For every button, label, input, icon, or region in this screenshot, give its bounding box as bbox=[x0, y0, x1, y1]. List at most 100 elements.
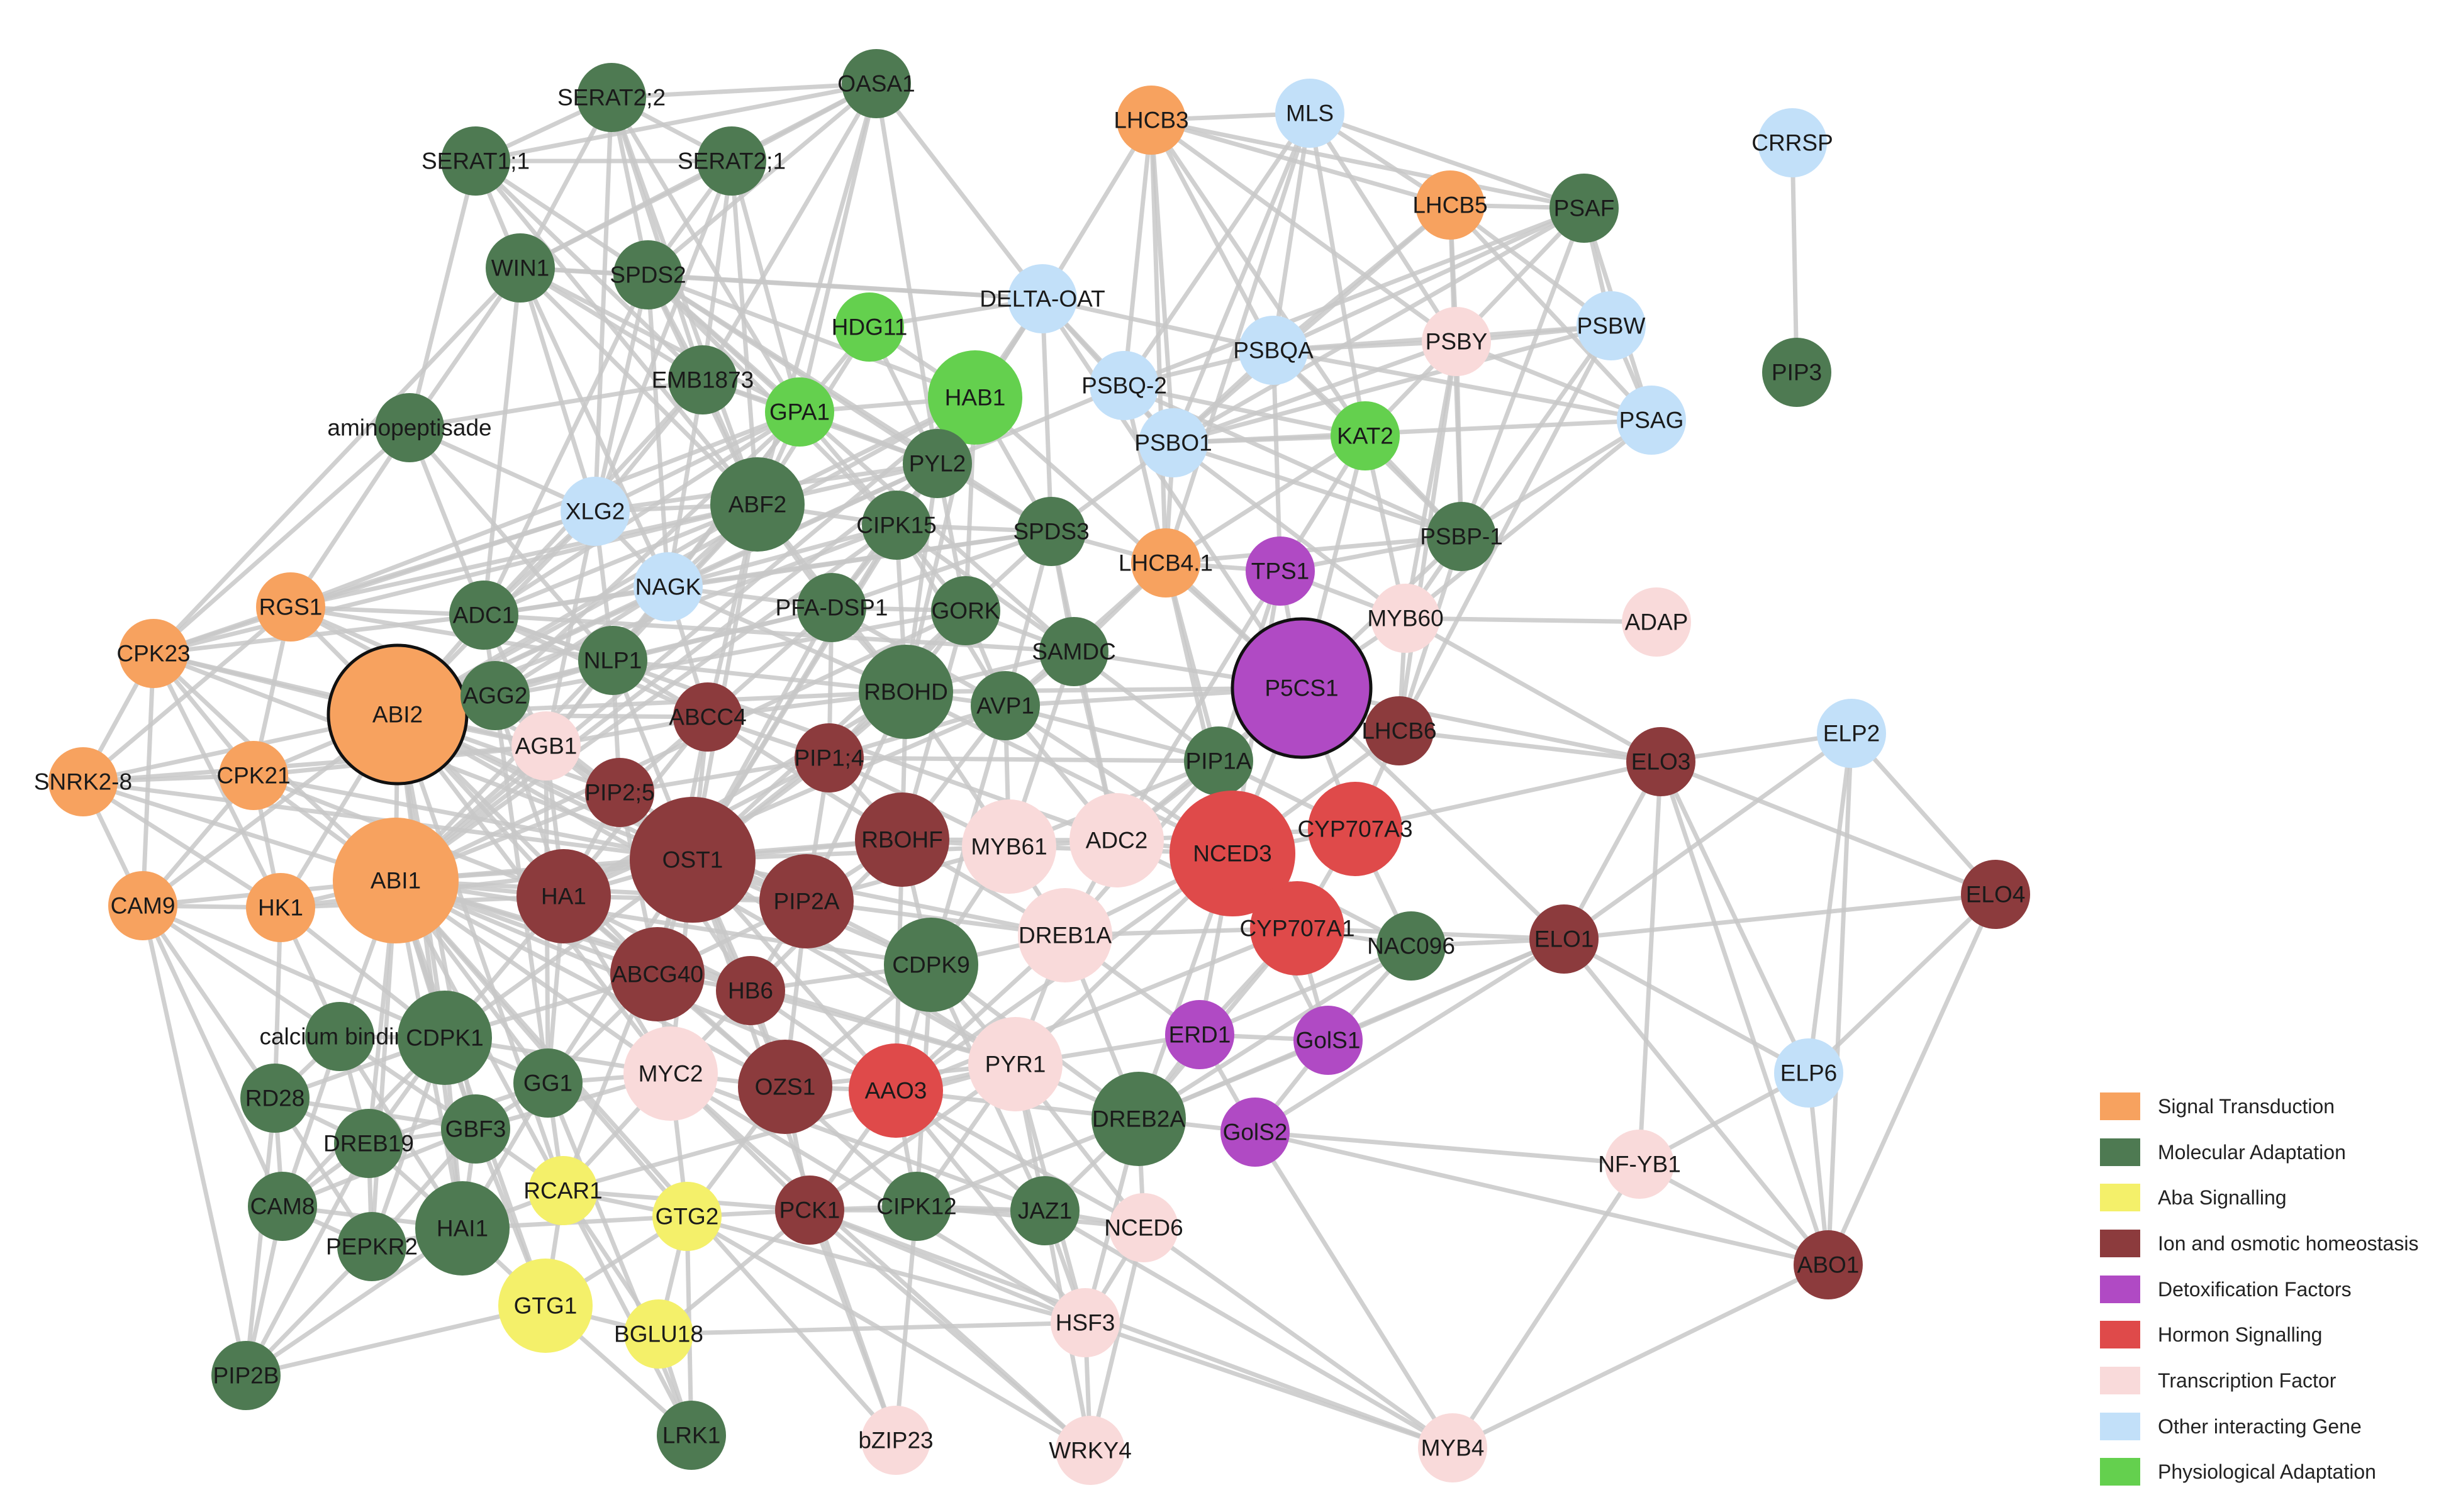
node-circle-win1[interactable] bbox=[486, 233, 555, 303]
node-circle-abf2[interactable] bbox=[710, 457, 805, 552]
node-lhcb3[interactable]: LHCB3 bbox=[1114, 86, 1189, 155]
node-emb1873[interactable]: EMB1873 bbox=[652, 345, 754, 414]
node-circle-avp1[interactable] bbox=[971, 671, 1040, 740]
node-circle-dreb19[interactable] bbox=[334, 1109, 403, 1178]
node-erd1[interactable]: ERD1 bbox=[1165, 1000, 1234, 1069]
node-myb61[interactable]: MYB61 bbox=[962, 799, 1056, 894]
node-win1[interactable]: WIN1 bbox=[486, 233, 555, 303]
node-circle-oasa1[interactable] bbox=[842, 49, 911, 118]
node-gork[interactable]: GORK bbox=[931, 576, 1000, 645]
node-hsf3[interactable]: HSF3 bbox=[1051, 1288, 1120, 1357]
node-crrsp[interactable]: CRRSP bbox=[1751, 108, 1833, 177]
node-circle-elo1[interactable] bbox=[1529, 904, 1599, 974]
node-circle-pyl2[interactable] bbox=[903, 429, 972, 498]
node-myb4[interactable]: MYB4 bbox=[1418, 1413, 1487, 1482]
node-hb6[interactable]: HB6 bbox=[716, 956, 785, 1025]
node-circle-psbqa[interactable] bbox=[1239, 316, 1308, 385]
node-circle-serat1-1[interactable] bbox=[441, 126, 510, 196]
node-circle-nac096[interactable] bbox=[1376, 911, 1446, 981]
node-pepkr2[interactable]: PEPKR2 bbox=[326, 1212, 418, 1281]
node-psag[interactable]: PSAG bbox=[1617, 386, 1686, 455]
node-psbo1[interactable]: PSBO1 bbox=[1134, 408, 1212, 477]
node-pck1[interactable]: PCK1 bbox=[775, 1176, 844, 1245]
node-circle-calcium-binding[interactable] bbox=[305, 1002, 374, 1071]
node-nced6[interactable]: NCED6 bbox=[1104, 1193, 1183, 1262]
node-circle-erd1[interactable] bbox=[1165, 1000, 1234, 1069]
node-mls[interactable]: MLS bbox=[1275, 79, 1344, 148]
node-circle-samdc[interactable] bbox=[1039, 617, 1108, 686]
node-avp1[interactable]: AVP1 bbox=[971, 671, 1040, 740]
node-pip2a[interactable]: PIP2A bbox=[759, 854, 854, 948]
node-circle-gtg1[interactable] bbox=[498, 1259, 593, 1353]
node-hdg11[interactable]: HDG11 bbox=[832, 292, 908, 362]
node-circle-xlg2[interactable] bbox=[561, 477, 630, 546]
node-nagk[interactable]: NAGK bbox=[634, 552, 703, 621]
node-elo3[interactable]: ELO3 bbox=[1626, 727, 1695, 796]
node-circle-cyp707a3[interactable] bbox=[1308, 782, 1402, 876]
node-circle-dreb2a[interactable] bbox=[1092, 1072, 1186, 1166]
node-circle-rd28[interactable] bbox=[240, 1064, 310, 1133]
node-circle-p5cs1[interactable] bbox=[1231, 617, 1373, 759]
node-circle-pepkr2[interactable] bbox=[337, 1212, 406, 1281]
node-cipk12[interactable]: CIPK12 bbox=[876, 1172, 957, 1241]
node-circle-pfa-dsp1[interactable] bbox=[797, 573, 866, 642]
node-p5cs1[interactable]: P5CS1 bbox=[1231, 617, 1373, 759]
node-elo1[interactable]: ELO1 bbox=[1529, 904, 1599, 974]
node-circle-nagk[interactable] bbox=[634, 552, 703, 621]
node-circle-abi1[interactable] bbox=[333, 818, 459, 943]
node-elp2[interactable]: ELP2 bbox=[1817, 699, 1886, 768]
node-circle-snrk2-8[interactable] bbox=[48, 747, 118, 816]
node-circle-cipk15[interactable] bbox=[862, 491, 931, 560]
node-abf2[interactable]: ABF2 bbox=[710, 457, 805, 552]
node-psaf[interactable]: PSAF bbox=[1549, 174, 1619, 243]
node-nlp1[interactable]: NLP1 bbox=[578, 626, 647, 695]
node-circle-rbohd[interactable] bbox=[859, 645, 953, 739]
node-ha1[interactable]: HA1 bbox=[516, 849, 611, 943]
node-cpk21[interactable]: CPK21 bbox=[216, 741, 291, 810]
node-circle-cdpk9[interactable] bbox=[884, 918, 978, 1012]
node-circle-elp6[interactable] bbox=[1774, 1038, 1843, 1108]
node-circle-lhcb3[interactable] bbox=[1117, 86, 1186, 155]
node-lhcb4-1[interactable]: LHCB4.1 bbox=[1119, 528, 1213, 598]
node-circle-hb6[interactable] bbox=[716, 956, 785, 1025]
node-ozs1[interactable]: OZS1 bbox=[738, 1040, 832, 1134]
node-circle-pip1-4[interactable] bbox=[795, 723, 864, 792]
node-circle-psbq-2[interactable] bbox=[1090, 351, 1159, 420]
node-psby[interactable]: PSBY bbox=[1422, 307, 1491, 376]
node-dreb2a[interactable]: DREB2A bbox=[1092, 1072, 1186, 1166]
node-circle-cam8[interactable] bbox=[248, 1172, 317, 1241]
node-cam9[interactable]: CAM9 bbox=[108, 871, 177, 940]
node-serat2-2[interactable]: SERAT2;2 bbox=[557, 63, 666, 132]
node-circle-pip2a[interactable] bbox=[759, 854, 854, 948]
node-circle-aminopeptisade[interactable] bbox=[375, 393, 444, 462]
node-gpa1[interactable]: GPA1 bbox=[765, 377, 834, 447]
node-circle-rcar1[interactable] bbox=[528, 1156, 598, 1225]
node-rbohf[interactable]: RBOHF bbox=[855, 792, 949, 887]
node-pip3[interactable]: PIP3 bbox=[1762, 338, 1831, 407]
node-circle-pck1[interactable] bbox=[775, 1176, 844, 1245]
node-serat1-1[interactable]: SERAT1;1 bbox=[422, 126, 530, 196]
node-circle-rbohf[interactable] bbox=[855, 792, 949, 887]
node-circle-lhcb4-1[interactable] bbox=[1131, 528, 1200, 598]
node-circle-ost1[interactable] bbox=[630, 797, 756, 923]
node-circle-myb4[interactable] bbox=[1418, 1413, 1487, 1482]
node-jaz1[interactable]: JAZ1 bbox=[1010, 1176, 1080, 1245]
node-nced3[interactable]: NCED3 bbox=[1170, 791, 1295, 916]
node-tps1[interactable]: TPS1 bbox=[1246, 536, 1315, 606]
node-pip1a[interactable]: PIP1A bbox=[1184, 726, 1253, 796]
node-circle-adc2[interactable] bbox=[1069, 793, 1164, 887]
node-rbohd[interactable]: RBOHD bbox=[859, 645, 953, 739]
node-circle-hai1[interactable] bbox=[415, 1181, 510, 1276]
node-cipk15[interactable]: CIPK15 bbox=[856, 491, 937, 560]
node-circle-gg1[interactable] bbox=[513, 1048, 583, 1118]
node-cyp707a1[interactable]: CYP707A1 bbox=[1239, 881, 1355, 976]
node-adap[interactable]: ADAP bbox=[1622, 587, 1691, 657]
node-hk1[interactable]: HK1 bbox=[246, 873, 315, 942]
node-circle-gbf3[interactable] bbox=[441, 1094, 510, 1164]
node-circle-agg2[interactable] bbox=[461, 661, 530, 730]
node-hab1[interactable]: HAB1 bbox=[928, 350, 1022, 445]
node-rcar1[interactable]: RCAR1 bbox=[523, 1156, 603, 1225]
node-pfa-dsp1[interactable]: PFA-DSP1 bbox=[776, 573, 888, 642]
node-circle-bzip23[interactable] bbox=[861, 1406, 930, 1475]
node-xlg2[interactable]: XLG2 bbox=[561, 477, 630, 546]
